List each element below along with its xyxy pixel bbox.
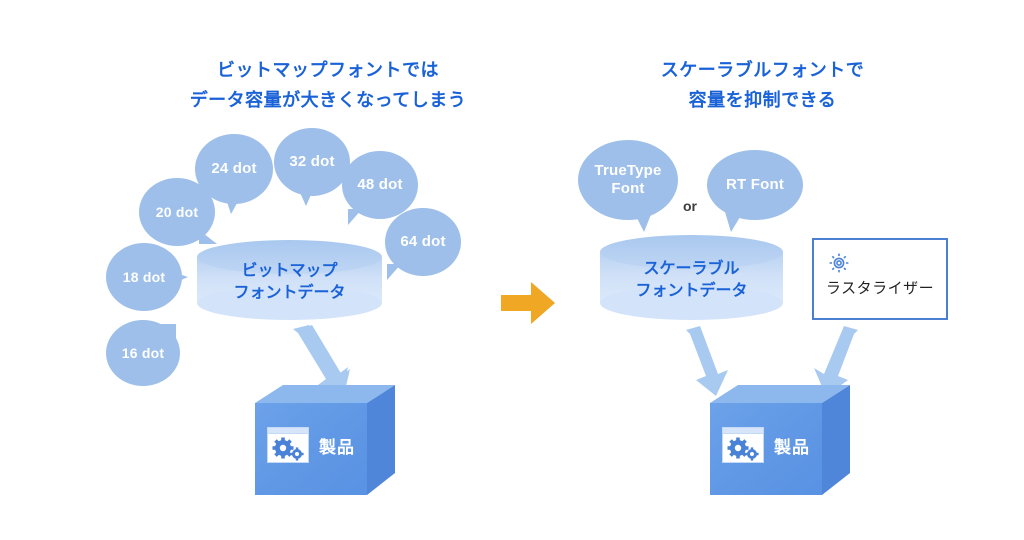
left-flow-arrow-icon bbox=[293, 325, 350, 395]
bubble-24-dot-label: 24 dot bbox=[211, 160, 257, 178]
bubble-64-dot: 64 dot bbox=[385, 208, 461, 280]
bubble-tail-icon bbox=[634, 212, 652, 232]
bubble-tail-icon bbox=[160, 324, 176, 338]
bubble-tail-icon bbox=[348, 209, 362, 225]
bubble-48-dot: 48 dot bbox=[342, 151, 418, 225]
bubble-truetype-label-line1: TrueType bbox=[594, 162, 662, 179]
left-title: ビットマップフォントでは データ容量が大きくなってしまう bbox=[128, 55, 528, 115]
bubble-tail-icon bbox=[170, 271, 188, 285]
bubble-16-dot-label: 16 dot bbox=[121, 344, 165, 361]
bubble-16-dot: 16 dot bbox=[106, 320, 180, 386]
bubble-18-dot-label: 18 dot bbox=[122, 268, 166, 285]
left-product-box: 製品 bbox=[255, 385, 395, 495]
bubble-tail-icon bbox=[199, 230, 217, 244]
bubble-24-dot: 24 dot bbox=[195, 134, 273, 214]
scalable-font-data-cylinder: スケーラブル フォントデータ bbox=[600, 235, 783, 320]
cylinder-label-line1: スケーラブル bbox=[643, 260, 740, 278]
cylinder-top-ellipse bbox=[600, 235, 783, 269]
cylinder-label: ビットマップ フォントデータ bbox=[197, 261, 382, 305]
gears-window-icon bbox=[267, 427, 309, 463]
cylinder-bottom-ellipse bbox=[600, 286, 783, 320]
left-title-line1: ビットマップフォントでは bbox=[217, 60, 439, 80]
gears-window-icon bbox=[722, 427, 764, 463]
cylinder-label: スケーラブル フォントデータ bbox=[600, 258, 783, 302]
cylinder-label-line1: ビットマップ bbox=[241, 262, 338, 280]
rasterizer-box: ラスタライザー bbox=[812, 238, 948, 320]
product-box-3d-shape bbox=[255, 385, 395, 495]
bubble-rt-font-label: RT Font bbox=[725, 176, 785, 194]
cylinder-bottom-ellipse bbox=[197, 286, 382, 320]
bubble-32-dot-label: 32 dot bbox=[289, 153, 335, 171]
transform-right-arrow-icon bbox=[501, 282, 555, 324]
rasterizer-label: ラスタライザー bbox=[825, 280, 935, 297]
bitmap-font-data-cylinder: ビットマップ フォントデータ bbox=[197, 240, 382, 320]
bubble-18-dot: 18 dot bbox=[106, 243, 188, 311]
bubble-tail-icon bbox=[298, 188, 314, 206]
right-flow-arrow-left-icon bbox=[686, 326, 728, 396]
bubble-tail-icon bbox=[725, 212, 743, 232]
right-title: スケーラブルフォントで 容量を抑制できる bbox=[610, 55, 915, 115]
right-title-line1: スケーラブルフォントで bbox=[660, 60, 865, 80]
right-flow-arrow-right-icon bbox=[814, 326, 858, 396]
gear-icon bbox=[828, 252, 850, 274]
product-box-3d-shape bbox=[710, 385, 850, 495]
right-title-line2: 容量を抑制できる bbox=[688, 90, 837, 110]
bubble-20-dot-label: 20 dot bbox=[155, 203, 199, 220]
bubble-truetype-label-line2: Font bbox=[611, 180, 645, 197]
or-connector-label: or bbox=[683, 198, 697, 214]
bubble-rt-font: RT Font bbox=[707, 150, 803, 232]
right-product-box: 製品 bbox=[710, 385, 850, 495]
bubble-tail-icon bbox=[225, 196, 241, 214]
left-title-line2: データ容量が大きくなってしまう bbox=[189, 90, 467, 110]
cylinder-top-ellipse bbox=[197, 240, 382, 274]
left-product-label: 製品 bbox=[319, 438, 355, 457]
bubble-tail-icon bbox=[387, 264, 401, 280]
bubble-48-dot-label: 48 dot bbox=[357, 176, 403, 194]
bubble-truetype-font: TrueType Font bbox=[578, 140, 678, 232]
cylinder-label-line2: フォントデータ bbox=[635, 282, 748, 300]
cylinder-label-line2: フォントデータ bbox=[233, 284, 346, 302]
right-product-label: 製品 bbox=[774, 438, 810, 457]
bubble-64-dot-label: 64 dot bbox=[400, 233, 446, 251]
bubble-32-dot: 32 dot bbox=[274, 128, 350, 206]
